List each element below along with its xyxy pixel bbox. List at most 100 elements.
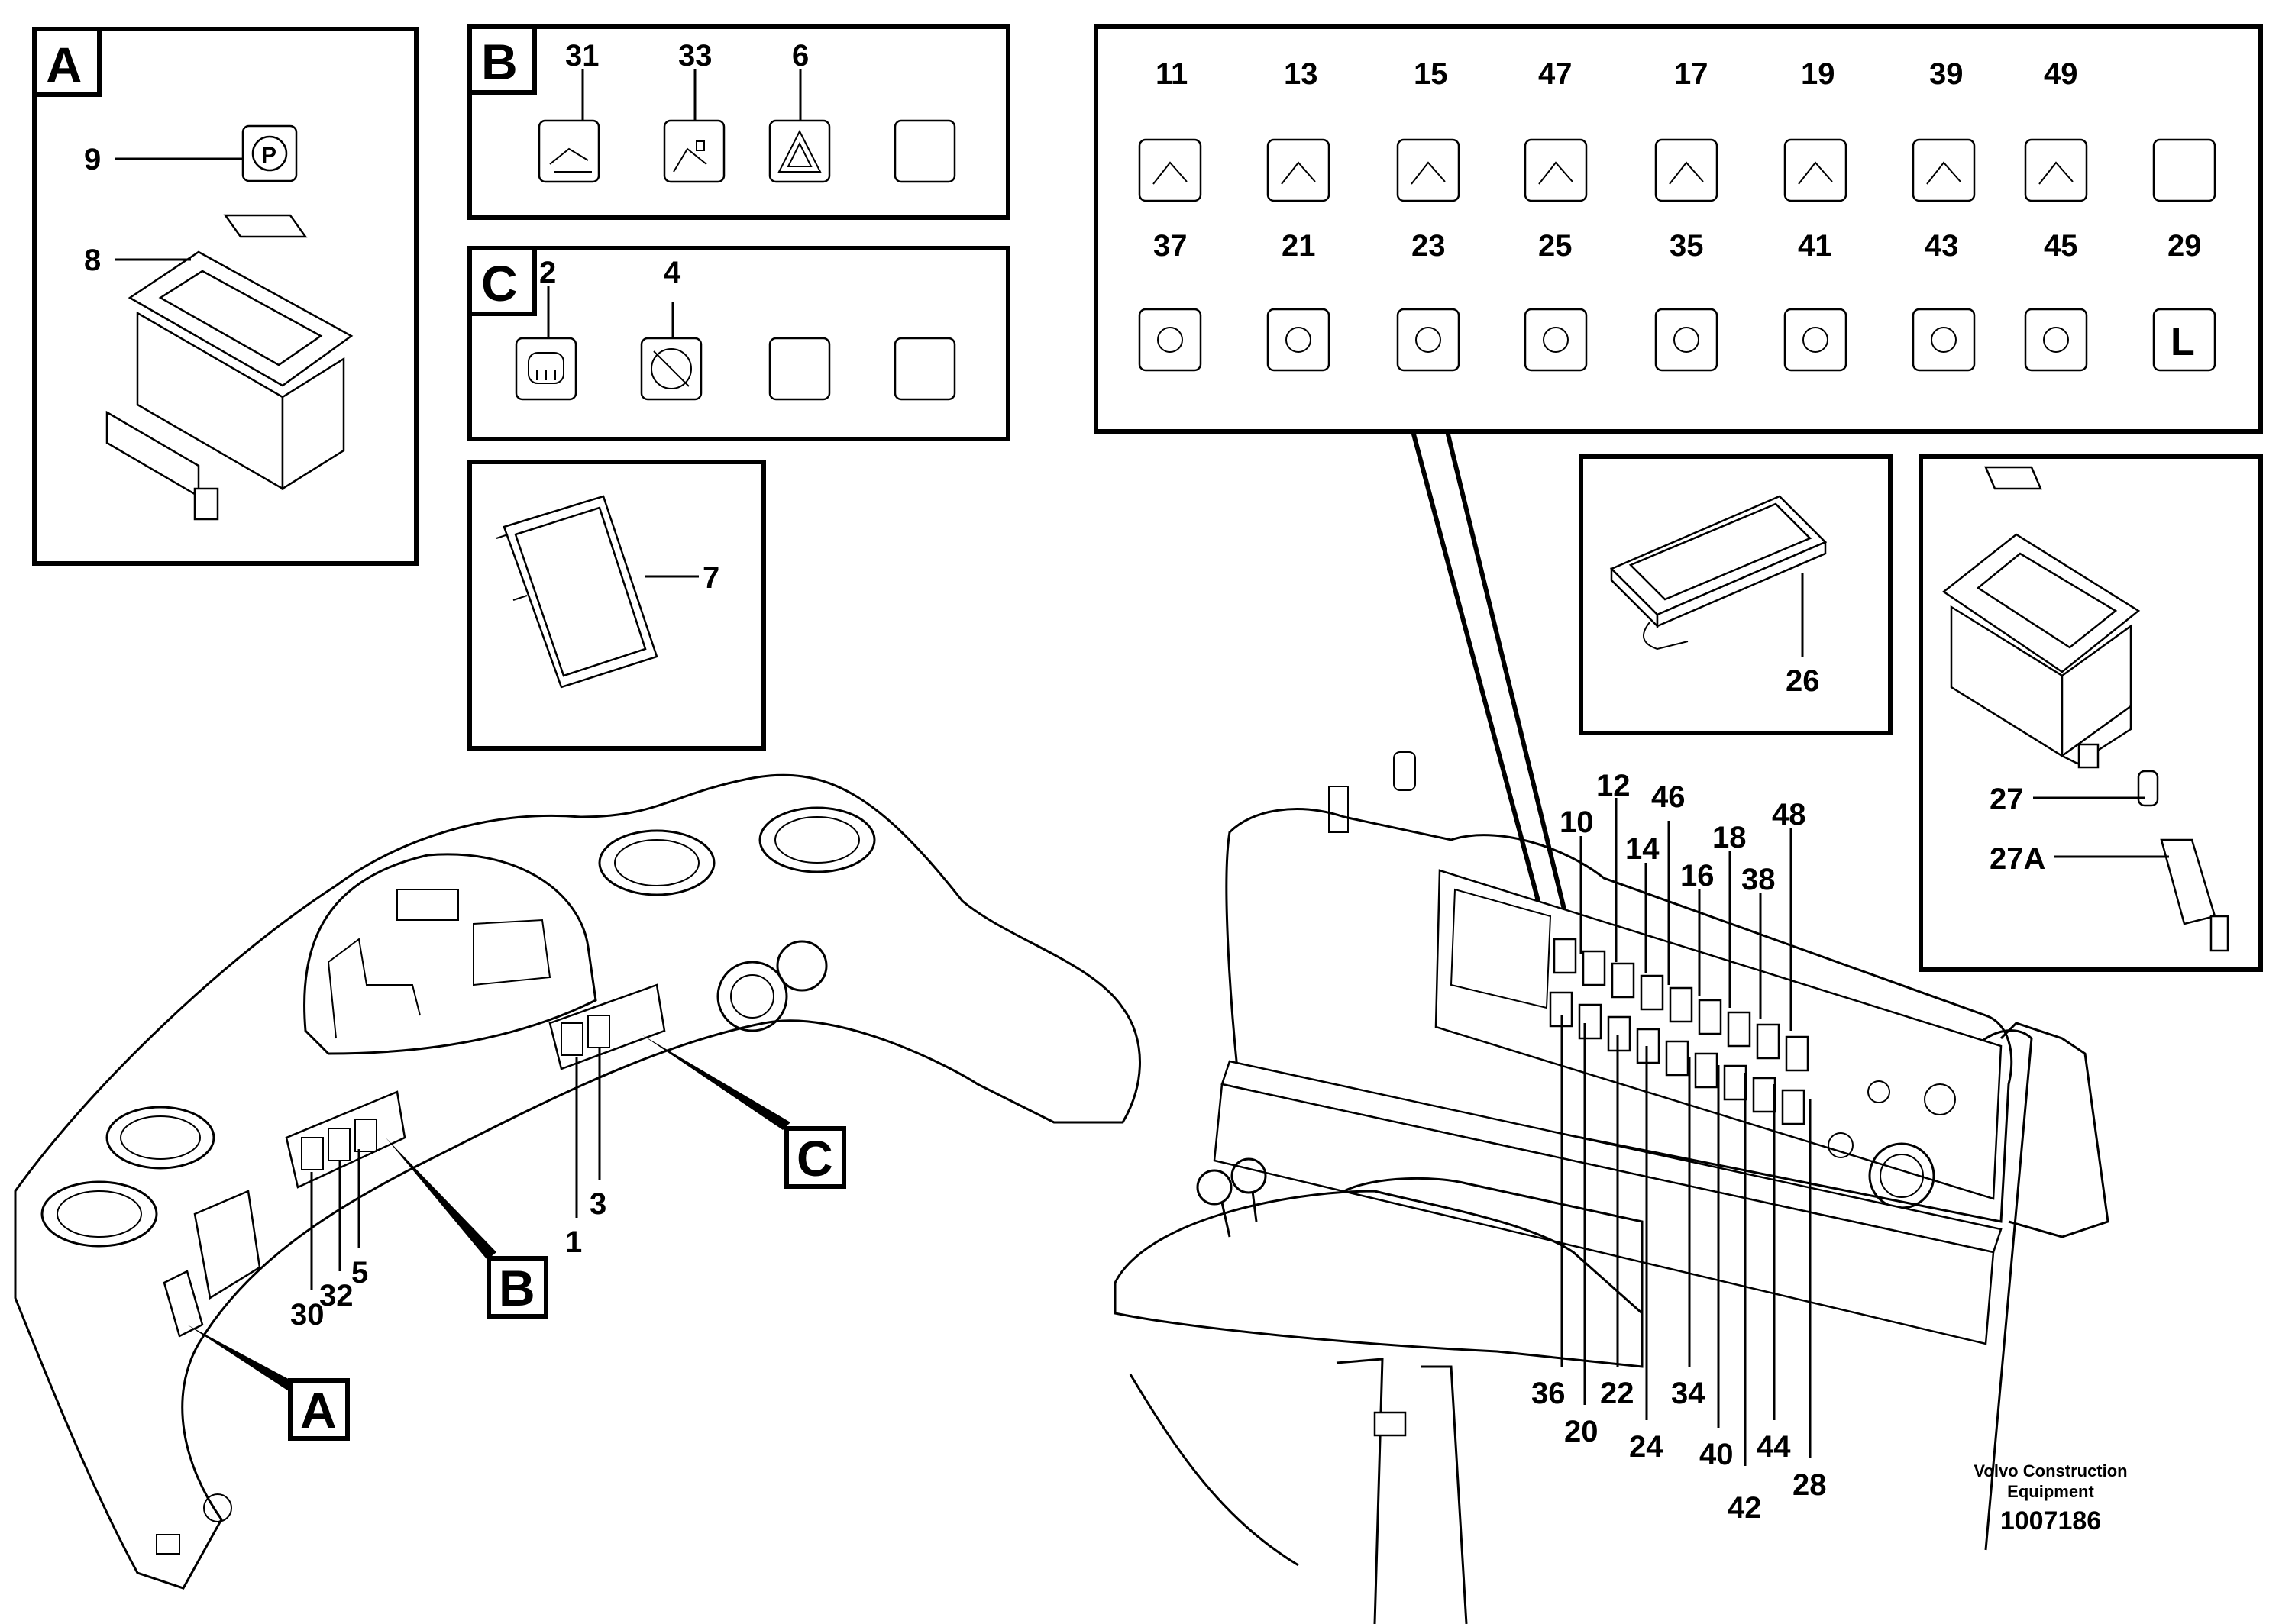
label-27: 27 — [1990, 783, 2024, 816]
panel-7: 7 — [467, 460, 766, 751]
console-switch-top — [1698, 999, 1722, 1035]
rear-wiper-icon — [2024, 138, 2088, 202]
lock-icon — [1912, 308, 1976, 372]
bucket-level-icon — [1524, 138, 1588, 202]
label-40: 40 — [1699, 1438, 1734, 1471]
panel-c: C 2 4 — [467, 246, 1010, 441]
company-name-line2: Equipment — [2007, 1482, 2094, 1501]
parking-brake-icon: P — [241, 124, 298, 182]
company-name-line1: Volvo Construction — [1974, 1461, 2127, 1480]
warning-display-icon — [1609, 495, 1828, 651]
console-switch-top — [1727, 1011, 1751, 1048]
work-light-right-icon — [1524, 308, 1588, 372]
label-42: 42 — [1728, 1491, 1762, 1525]
console-switch-bottom — [1752, 1077, 1776, 1113]
label-43: 43 — [1925, 229, 1959, 263]
label-30: 30 — [290, 1298, 325, 1332]
label-48: 48 — [1772, 798, 1806, 831]
label-29: 29 — [2167, 229, 2202, 263]
callout-a-box — [288, 1378, 350, 1441]
label-36: 36 — [1531, 1377, 1566, 1410]
label-12: 12 — [1596, 769, 1631, 802]
callout-b-box — [487, 1256, 548, 1319]
no-gear-icon — [640, 337, 703, 401]
blank-switch-icon — [894, 119, 956, 183]
label-45: 45 — [2044, 229, 2078, 263]
panel-b-letter: B — [481, 34, 518, 90]
rear-defroster-icon — [515, 337, 577, 401]
label-47: 47 — [1538, 57, 1573, 91]
label-25: 25 — [1538, 229, 1573, 263]
label-16: 16 — [1680, 859, 1715, 893]
panel-27: 27 27A — [1919, 454, 2263, 972]
bucket-lock-icon — [663, 119, 726, 183]
svg-text:P: P — [261, 143, 276, 168]
panel-a: A P 9 8 — [32, 27, 419, 566]
blank-switch-icon — [768, 337, 831, 401]
callout-b: B — [499, 1260, 535, 1316]
label-35: 35 — [1670, 229, 1704, 263]
console-switch-top — [1582, 950, 1606, 986]
l-symbol-text: L — [2171, 320, 2195, 364]
console-switch-bottom — [1694, 1052, 1718, 1089]
rotating-beacon-icon — [1654, 308, 1718, 372]
label-4: 4 — [664, 256, 681, 289]
label-37: 37 — [1153, 229, 1188, 263]
label-1: 1 — [565, 1225, 582, 1259]
l-symbol-icon: L — [2152, 308, 2216, 372]
switch-symbols-panel: L 11 13 15 47 17 19 39 49 37 21 23 25 35… — [1094, 24, 2263, 948]
callout-c: C — [797, 1130, 833, 1187]
console-switch-bottom — [1636, 1028, 1660, 1064]
side-console-drawing: 10 12 46 14 16 18 38 48 36 20 22 24 34 4… — [1114, 751, 2109, 1624]
panel-b-letter-box — [467, 24, 537, 95]
console-switch-top — [1669, 986, 1693, 1023]
console-switch-top — [1640, 974, 1664, 1011]
panel-a-letter: A — [46, 37, 82, 93]
label-9: 9 — [84, 143, 101, 176]
air-conditioning-icon — [1138, 308, 1202, 372]
console-switch-bottom — [1607, 1015, 1631, 1052]
label-20: 20 — [1564, 1415, 1599, 1448]
label-10: 10 — [1560, 806, 1594, 839]
label-32: 32 — [319, 1279, 354, 1312]
label-14: 14 — [1625, 832, 1660, 866]
indicator-display-icon — [496, 495, 658, 689]
blank-switch-icon — [2152, 138, 2216, 202]
label-33: 33 — [678, 39, 713, 73]
console-switch-bottom — [1723, 1064, 1747, 1101]
bucket-float-icon — [538, 119, 600, 183]
wiper-intermittent-icon — [1654, 138, 1718, 202]
panel-26: 26 — [1579, 454, 1893, 735]
boom-float-icon — [1396, 138, 1460, 202]
label-38: 38 — [1741, 863, 1776, 896]
label-17: 17 — [1674, 57, 1708, 91]
label-8: 8 — [84, 244, 101, 277]
label-21: 21 — [1282, 229, 1316, 263]
console-switch-top — [1553, 938, 1577, 974]
label-41: 41 — [1798, 229, 1832, 263]
console-switch-top — [1785, 1035, 1809, 1072]
label-13: 13 — [1284, 57, 1318, 91]
mirror-heating-icon — [1783, 138, 1847, 202]
steering-wheel-icon — [1912, 138, 1976, 202]
label-22: 22 — [1600, 1377, 1634, 1410]
console-switch-top — [1611, 962, 1635, 999]
console-switch-top — [1756, 1023, 1780, 1060]
drawing-number: 1007186 — [2000, 1506, 2101, 1535]
label-28: 28 — [1792, 1468, 1827, 1502]
blank-switch-icon — [894, 337, 956, 401]
label-31: 31 — [565, 39, 600, 73]
console-switch-bottom — [1781, 1089, 1805, 1125]
label-6: 6 — [792, 39, 809, 73]
comfort-drive-icon — [2024, 308, 2088, 372]
panel-b: B 31 33 6 — [467, 24, 1010, 220]
label-39: 39 — [1929, 57, 1964, 91]
hazard-warning-icon — [768, 119, 831, 183]
label-27a: 27A — [1990, 842, 2045, 876]
dashboard-drawing: C B A 1 3 5 30 32 — [14, 773, 1141, 1590]
label-19: 19 — [1801, 57, 1835, 91]
locked-function-icon — [1266, 138, 1330, 202]
label-34: 34 — [1671, 1377, 1705, 1410]
label-44: 44 — [1757, 1430, 1791, 1464]
